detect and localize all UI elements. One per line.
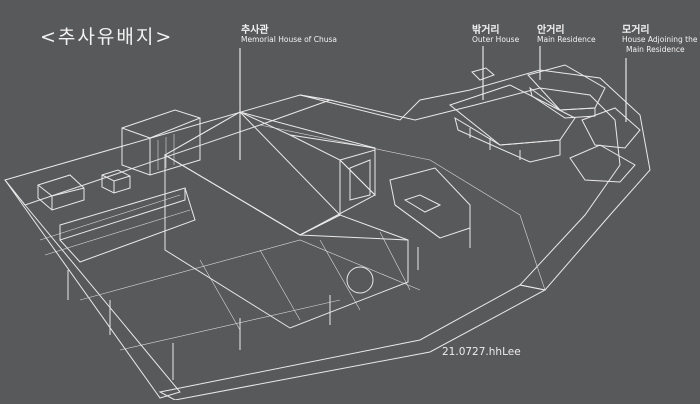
- leader-lines: [239, 46, 627, 160]
- stone-wall-outer: [4, 69, 651, 401]
- label-chusa-en: Memorial House of Chusa: [241, 35, 337, 44]
- fences: [67, 167, 471, 380]
- chusa-memorial-house: [164, 111, 409, 329]
- small-structures: [37, 169, 131, 211]
- outer-house: [448, 84, 576, 163]
- label-outer-house-ko: 밖거리: [472, 25, 500, 36]
- house-adjoining: [471, 67, 641, 183]
- credit-text: 21.0727.hhLee: [442, 346, 521, 358]
- label-main-residence-ko: 안거리: [537, 25, 565, 36]
- garden-wall: [59, 187, 196, 263]
- label-outer-house-en: Outer House: [472, 35, 520, 44]
- storage-building: [121, 109, 201, 176]
- label-adjoining-en-1: House Adjoining the: [622, 35, 698, 44]
- label-chusa-ko: 추사관: [241, 25, 269, 36]
- label-adjoining-en-2: Main Residence: [626, 45, 685, 54]
- site-ground: [24, 124, 546, 351]
- page-title: <추사유배지>: [40, 26, 174, 48]
- label-adjoining-ko: 모거리: [622, 25, 650, 36]
- main-residence: [527, 64, 606, 119]
- label-main-residence-en: Main Residence: [537, 35, 596, 44]
